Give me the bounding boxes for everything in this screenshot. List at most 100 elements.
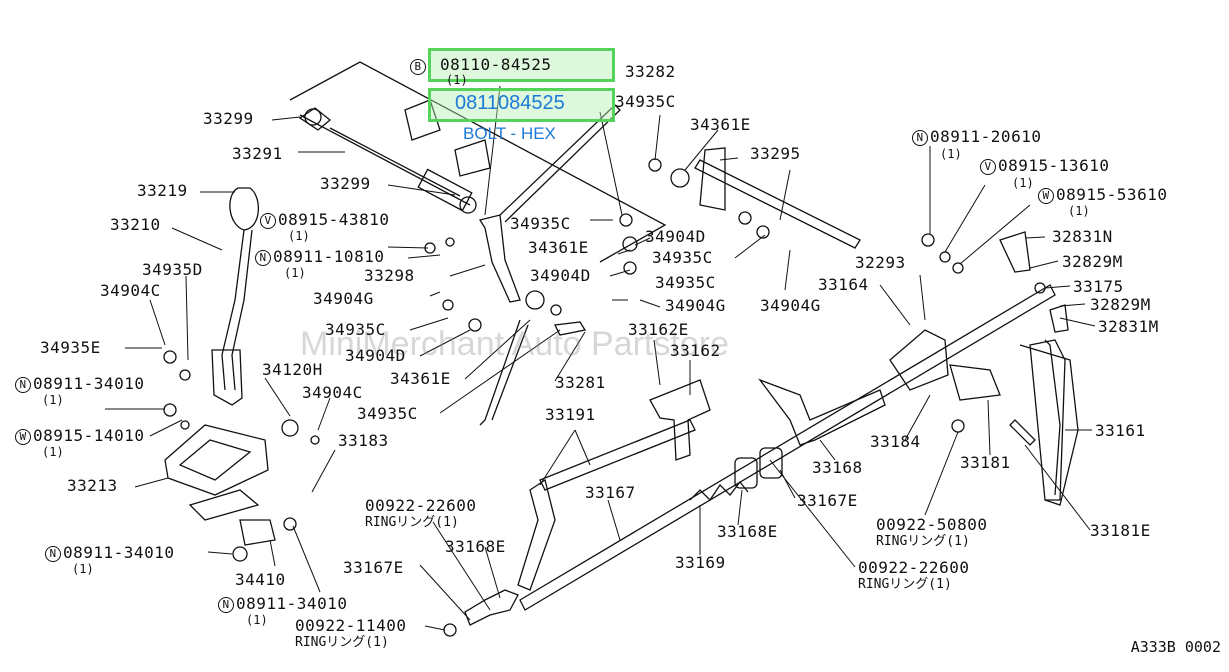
part-label-33183[interactable]: 33183 xyxy=(338,431,389,450)
part-label-34361e-c[interactable]: 34361E xyxy=(390,369,451,388)
callout-part-number[interactable]: 0811084525 xyxy=(455,92,565,114)
part-label-34904c-a[interactable]: 34904C xyxy=(100,281,161,300)
highlight-prefix: B xyxy=(410,58,428,75)
part-label-33191[interactable]: 33191 xyxy=(545,405,596,424)
prefixed-qty-v1: (1) xyxy=(288,229,310,243)
prefix-circle: W xyxy=(15,429,31,445)
prefixed-qty-n4: (1) xyxy=(72,562,94,576)
part-label-32829m-a[interactable]: 32829M xyxy=(1062,252,1123,271)
part-label-34904g-b[interactable]: 34904G xyxy=(665,296,726,315)
highlight-box-callout[interactable] xyxy=(428,88,615,122)
part-label-33181[interactable]: 33181 xyxy=(960,453,1011,472)
prefix-circle: N xyxy=(218,597,234,613)
part-label-34904c-b[interactable]: 34904C xyxy=(302,383,363,402)
part-label-33181e[interactable]: 33181E xyxy=(1090,521,1151,540)
part-label-34120h[interactable]: 34120H xyxy=(262,360,323,379)
part-number: 08915-13610 xyxy=(998,156,1110,175)
part-label-34935c-e[interactable]: 34935C xyxy=(357,404,418,423)
prefix-circle: W xyxy=(1038,188,1054,204)
highlight-prefix-circle: B xyxy=(410,59,426,75)
part-label-32831m[interactable]: 32831M xyxy=(1098,317,1159,336)
part-label-33299-a[interactable]: 33299 xyxy=(203,109,254,128)
part-label-33291[interactable]: 33291 xyxy=(232,144,283,163)
prefixed-qty-w3: (1) xyxy=(42,445,64,459)
part-label-33210[interactable]: 33210 xyxy=(110,215,161,234)
prefix-circle: N xyxy=(45,546,61,562)
ring-label-r3-number[interactable]: 00922-22600 xyxy=(858,558,970,577)
part-number: 08911-10810 xyxy=(273,247,385,266)
part-label-34935d[interactable]: 34935D xyxy=(142,260,203,279)
part-label-33299-b[interactable]: 33299 xyxy=(320,174,371,193)
part-number: 08915-14010 xyxy=(33,426,145,445)
part-label-34904d-b[interactable]: 34904D xyxy=(530,266,591,285)
part-label-33162[interactable]: 33162 xyxy=(670,341,721,360)
part-label-33162e[interactable]: 33162E xyxy=(628,320,689,339)
ring-label-r1-text: RINGリング(1) xyxy=(365,515,459,530)
ring-label-r2-number[interactable]: 00922-50800 xyxy=(876,515,988,534)
part-label-34904d-c[interactable]: 34904D xyxy=(345,346,406,365)
prefixed-qty-n1: (1) xyxy=(940,147,962,161)
prefix-circle: N xyxy=(15,377,31,393)
part-label-33168e-right[interactable]: 33168E xyxy=(717,522,778,541)
part-label-32293[interactable]: 32293 xyxy=(855,253,906,272)
part-label-34904d-mid[interactable]: 34904D xyxy=(645,227,706,246)
prefixed-qty-w2: (1) xyxy=(1068,204,1090,218)
part-label-33213[interactable]: 33213 xyxy=(67,476,118,495)
part-label-34904g-a[interactable]: 34904G xyxy=(313,289,374,308)
diagram-code: A333B 0002 xyxy=(1130,638,1221,656)
part-label-34935c-d[interactable]: 34935C xyxy=(325,320,386,339)
part-label-34904g-c[interactable]: 34904G xyxy=(760,296,821,315)
part-label-32829m-b[interactable]: 32829M xyxy=(1090,295,1151,314)
part-label-33167e-left[interactable]: 33167E xyxy=(343,558,404,577)
part-label-33281[interactable]: 33281 xyxy=(555,373,606,392)
part-label-34410[interactable]: 34410 xyxy=(235,570,286,589)
part-label-33164[interactable]: 33164 xyxy=(818,275,869,294)
prefix-circle: V xyxy=(980,159,996,175)
part-label-34935c-c[interactable]: 34935C xyxy=(655,273,716,292)
part-label-33169[interactable]: 33169 xyxy=(675,553,726,572)
ring-label-r4-number[interactable]: 00922-11400 xyxy=(295,616,407,635)
part-label-34935c-mid[interactable]: 34935C xyxy=(510,214,571,233)
part-number: 08911-34010 xyxy=(236,594,348,613)
part-label-33167[interactable]: 33167 xyxy=(585,483,636,502)
watermark: MiniMerchant Auto Partstore xyxy=(300,325,729,363)
part-label-33168[interactable]: 33168 xyxy=(812,458,863,477)
ring-label-r4-text: RINGリング(1) xyxy=(295,635,389,650)
highlight-box-top[interactable] xyxy=(428,48,615,82)
ring-label-r1-number[interactable]: 00922-22600 xyxy=(365,496,477,515)
part-label-33282[interactable]: 33282 xyxy=(625,62,676,81)
part-label-34935c-right[interactable]: 34935C xyxy=(652,248,713,267)
ring-label-r2-text: RINGリング(1) xyxy=(876,534,970,549)
part-label-33298[interactable]: 33298 xyxy=(364,266,415,285)
ring-label-r3-text: RINGリング(1) xyxy=(858,577,952,592)
part-label-33184[interactable]: 33184 xyxy=(870,432,921,451)
prefixed-qty-n3: (1) xyxy=(42,393,64,407)
part-label-32831n[interactable]: 32831N xyxy=(1052,227,1113,246)
part-label-34361e-top[interactable]: 34361E xyxy=(690,115,751,134)
highlight-part-number[interactable]: 08110-84525 xyxy=(440,55,552,74)
part-label-33167e-right[interactable]: 33167E xyxy=(797,491,858,510)
prefixed-qty-n2: (1) xyxy=(284,266,306,280)
prefixed-qty-w1: (1) xyxy=(1012,176,1034,190)
part-label-33168e-left[interactable]: 33168E xyxy=(445,537,506,556)
part-label-33161[interactable]: 33161 xyxy=(1095,421,1146,440)
callout-description: BOLT - HEX xyxy=(463,124,556,143)
part-number: 08911-20610 xyxy=(930,127,1042,146)
part-label-33295[interactable]: 33295 xyxy=(750,144,801,163)
part-label-33175[interactable]: 33175 xyxy=(1073,277,1124,296)
part-label-34361e-mid[interactable]: 34361E xyxy=(528,238,589,257)
part-label-34935e[interactable]: 34935E xyxy=(40,338,101,357)
part-label-33219[interactable]: 33219 xyxy=(137,181,188,200)
part-label-34935c-top[interactable]: 34935C xyxy=(615,92,676,111)
